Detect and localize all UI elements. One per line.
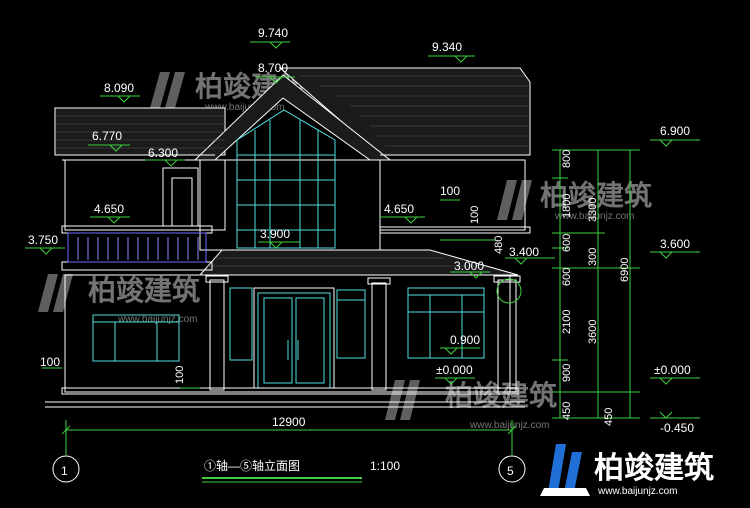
elev-rail-top: 3.750 [28,233,58,247]
small-dims: 100 100 480 100 100 [40,184,505,384]
logo-url: www.baijunjz.com [597,486,677,497]
axis-label-left: 1 [61,464,68,478]
lower-left-window [92,314,180,362]
vdim-900: 900 [561,364,573,382]
watermark-url: www.baijunjz.com [554,211,634,222]
brand-logo: 柏竣建筑 www.baijunjz.com [540,444,714,497]
elevation-markers [25,41,700,419]
drawing-scale: 1:100 [370,459,400,473]
axis-bubble-right: 5 [498,455,526,483]
logo-mark-icon [548,444,566,492]
vdim-600b: 600 [561,268,573,286]
elev-grade: -0.450 [660,421,694,435]
vdim-6900: 6900 [619,258,631,282]
dim-100-base: 100 [174,366,186,384]
entrance-door [257,292,331,389]
elev-ground-right: ±0.000 [654,363,691,377]
elev-ground-center: ±0.000 [436,363,473,377]
vertical-dim-lines [552,149,640,419]
watermark-brand: 柏竣建筑 [540,179,652,212]
vertical-dims-col1: 800 1800 600 600 2100 900 450 [561,150,573,420]
total-width-label: 12900 [272,415,306,429]
dim-480: 480 [493,236,505,254]
elev-eave-right: 6.900 [660,124,690,138]
drawing-title: ①轴—⑤轴立面图 [204,458,300,473]
mid-window [229,287,253,361]
axis-bubble-left: 1 [52,455,80,483]
watermark-url: www.baijunjz.com [117,314,197,325]
elev-ridge-right: 9.340 [432,40,462,54]
vertical-dims-col3: 6900 [619,258,631,282]
windows [92,109,485,389]
elev-balcony-roof: 6.300 [148,146,178,160]
dim-100-left: 100 [40,355,60,369]
column-right [371,282,387,391]
column-detail [496,278,522,304]
elev-eave-left: 6.770 [92,129,122,143]
horizontal-dim [61,420,517,455]
watermark-3: 柏竣建筑 www.baijunjz.com [38,274,200,325]
watermark-4: 柏竣建筑 www.baijunjz.com [385,379,557,431]
watermark-url: www.baijunjz.com [204,102,284,113]
axis-label-right: 5 [507,464,514,478]
right-small-window [336,289,366,359]
drawing-title-block: ①轴—⑤轴立面图 1:100 [202,458,400,483]
column-left [209,279,225,391]
vdim-600a: 600 [561,234,573,252]
vertical-dims-col2: 3300 300 3600 450 [587,198,615,426]
elev-balcony-right: 4.650 [384,202,414,216]
elev-mid-level: 3.900 [260,227,290,241]
gable-window [236,109,336,249]
vdim-3300: 3300 [587,198,599,222]
elev-window-sill: 0.900 [450,333,480,347]
dim-100-b: 100 [469,206,481,224]
upper-left-window [162,167,199,227]
watermark-brand: 柏竣建筑 [88,274,200,307]
balcony-railing [67,232,207,263]
elev-ridge-main: 9.740 [258,26,288,40]
watermark-2: 柏竣建筑 www.baijunjz.com [497,179,652,222]
watermark-url: www.baijunjz.com [469,420,549,431]
vdim-800: 800 [561,150,573,168]
column-far-right [497,279,517,393]
vdim-3600: 3600 [587,320,599,344]
elev-porch-top: 3.400 [509,245,539,259]
lower-right-window [407,287,485,359]
elev-porch-left: 3.000 [454,259,484,273]
elev-ridge-inner: 8.700 [258,61,288,75]
vdim-300: 300 [587,248,599,266]
roof-left [54,107,226,156]
dim-100-a: 100 [440,184,460,198]
elevation-labels: 9.740 9.340 8.700 8.090 6.770 6.300 6.90… [28,26,694,435]
elev-eave-left-top: 8.090 [104,81,134,95]
roof-group [54,67,531,276]
door-frame [253,287,335,389]
elev-balcony-left: 4.650 [94,202,124,216]
elev-right-level: 3.600 [660,237,690,251]
vdim-450a: 450 [561,402,573,420]
vdim-1800: 1800 [561,194,573,218]
logo-brand: 柏竣建筑 [594,451,714,486]
vdim-2100: 2100 [561,310,573,334]
vdim-450b: 450 [603,408,615,426]
